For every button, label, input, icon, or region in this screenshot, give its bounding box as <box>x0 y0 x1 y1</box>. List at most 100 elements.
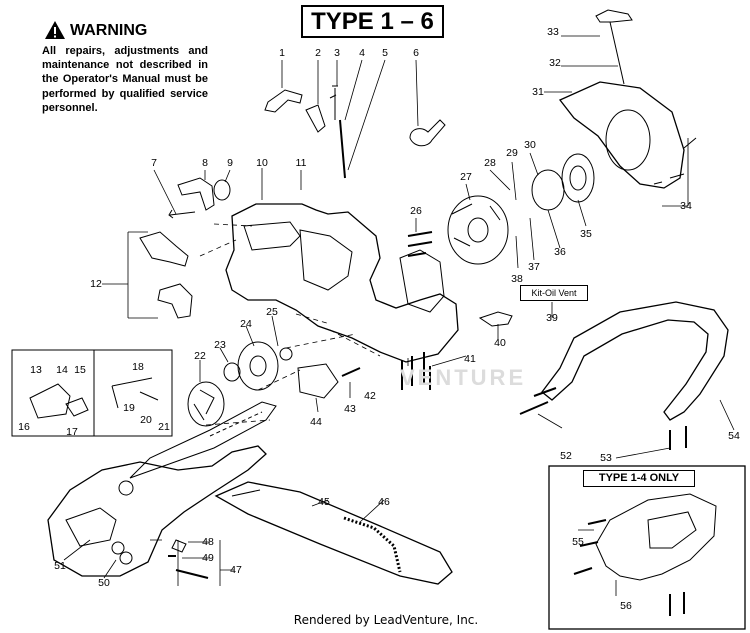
part-number[interactable]: 28 <box>484 157 496 169</box>
watermark: VENTURE <box>400 365 527 390</box>
part-number[interactable]: 26 <box>410 205 422 217</box>
part-number[interactable]: 34 <box>680 200 692 212</box>
part-number[interactable]: 15 <box>74 364 86 376</box>
part-knob <box>213 179 231 201</box>
part-screw <box>329 85 338 120</box>
housing-center <box>299 229 353 291</box>
part-number[interactable]: 41 <box>464 353 476 365</box>
part-number[interactable]: 4 <box>359 47 365 59</box>
part-ignition-bolts <box>407 231 433 257</box>
part-number[interactable]: 35 <box>580 228 592 240</box>
part-number[interactable]: 2 <box>315 47 321 59</box>
part-number[interactable]: 37 <box>528 261 540 273</box>
part-number[interactable]: 30 <box>524 139 536 151</box>
part-number[interactable]: 19 <box>123 402 135 414</box>
part-number[interactable]: 10 <box>256 157 268 169</box>
part-clip <box>305 104 326 133</box>
part-nut-a <box>111 541 125 555</box>
part-bracket-17 <box>65 397 89 417</box>
part-number[interactable]: 51 <box>54 560 66 572</box>
part-number[interactable]: 3 <box>334 47 340 59</box>
part-number[interactable]: 40 <box>494 337 506 349</box>
part-number[interactable]: 52 <box>560 450 572 462</box>
flywheel-fins <box>451 203 501 247</box>
starter-housing-grill <box>605 109 651 171</box>
part-number[interactable]: 12 <box>90 278 102 290</box>
part-number[interactable]: 46 <box>378 496 390 508</box>
part-handle-screws <box>519 387 557 415</box>
assembly-guides <box>199 223 381 426</box>
part-number[interactable]: 18 <box>132 361 144 373</box>
part-handle-bolts <box>669 426 687 450</box>
part-number[interactable]: 44 <box>310 416 322 428</box>
part-number[interactable]: 49 <box>202 552 214 564</box>
part-bracket-13 <box>29 383 71 419</box>
part-number[interactable]: 6 <box>413 47 419 59</box>
part-number[interactable]: 1 <box>279 47 285 59</box>
part-number[interactable]: 5 <box>382 47 388 59</box>
part-front-handle <box>541 301 729 421</box>
pulley-center <box>569 165 587 191</box>
part-number[interactable]: 47 <box>230 564 242 576</box>
part-number[interactable]: 8 <box>202 157 208 169</box>
part-number[interactable]: 24 <box>240 318 252 330</box>
diagram-title: TYPE 1 – 6 <box>301 5 444 38</box>
part-grommet <box>409 119 446 147</box>
part-number[interactable]: 50 <box>98 577 110 589</box>
part-number[interactable]: 27 <box>460 171 472 183</box>
inset-small-parts <box>11 349 173 437</box>
part-number[interactable]: 13 <box>30 364 42 376</box>
part-number[interactable]: 14 <box>56 364 68 376</box>
part-number[interactable]: 7 <box>151 157 157 169</box>
inset-bolts <box>669 592 685 616</box>
part-number[interactable]: 48 <box>202 536 214 548</box>
brake-slot <box>209 411 263 437</box>
part-number[interactable]: 17 <box>66 426 78 438</box>
part-number[interactable]: 29 <box>506 147 518 159</box>
engine-housing <box>225 203 459 363</box>
footer-credit: Rendered by LeadVenture, Inc. <box>0 613 750 627</box>
part-number[interactable]: 25 <box>266 306 278 318</box>
part-number[interactable]: 32 <box>549 57 561 69</box>
part-number[interactable]: 11 <box>295 157 307 169</box>
part-number[interactable]: 55 <box>572 536 584 548</box>
part-number[interactable]: 23 <box>214 339 226 351</box>
part-tensioner-screw <box>175 569 209 579</box>
drum-center <box>249 355 267 377</box>
part-number[interactable]: 53 <box>600 452 612 464</box>
part-guide-bar <box>214 481 453 585</box>
warning-text: All repairs, adjustments and maintenance… <box>42 45 208 114</box>
part-lever <box>177 177 215 211</box>
part-number[interactable]: 38 <box>511 273 523 285</box>
part-number[interactable]: 20 <box>140 414 152 426</box>
part-number[interactable]: 39 <box>546 312 558 324</box>
part-starter-pawl-hub <box>531 169 565 211</box>
inset-handle-window <box>647 511 697 549</box>
part-number[interactable]: 33 <box>547 26 559 38</box>
part-number[interactable]: 54 <box>728 430 740 442</box>
part-oil-vent <box>478 311 513 327</box>
part-side-cover <box>47 445 267 577</box>
part-number[interactable]: 45 <box>318 496 330 508</box>
kit-oil-vent-label: Kit-Oil Vent <box>520 285 588 301</box>
part-oil-pump-cover <box>297 363 339 399</box>
inset-front-handle <box>595 493 717 581</box>
part-number[interactable]: 31 <box>532 86 544 98</box>
part-number[interactable]: 16 <box>18 421 30 433</box>
part-starter-housing <box>558 81 685 189</box>
part-number[interactable]: 21 <box>158 421 170 433</box>
part-number[interactable]: 56 <box>620 600 632 612</box>
part-number[interactable]: 22 <box>194 350 206 362</box>
part-chain-brake-arm <box>129 401 277 479</box>
housing-cylinder-face <box>399 249 445 313</box>
part-number[interactable]: 43 <box>344 403 356 415</box>
part-nut-b <box>119 551 133 565</box>
part-clutch-drum <box>237 341 279 391</box>
part-saw-chain <box>343 516 402 573</box>
footer-text: Rendered by LeadVenture, Inc. <box>293 613 479 627</box>
part-number[interactable]: 9 <box>227 157 233 169</box>
part-number[interactable]: 36 <box>554 246 566 258</box>
part-number[interactable]: 42 <box>364 390 376 402</box>
